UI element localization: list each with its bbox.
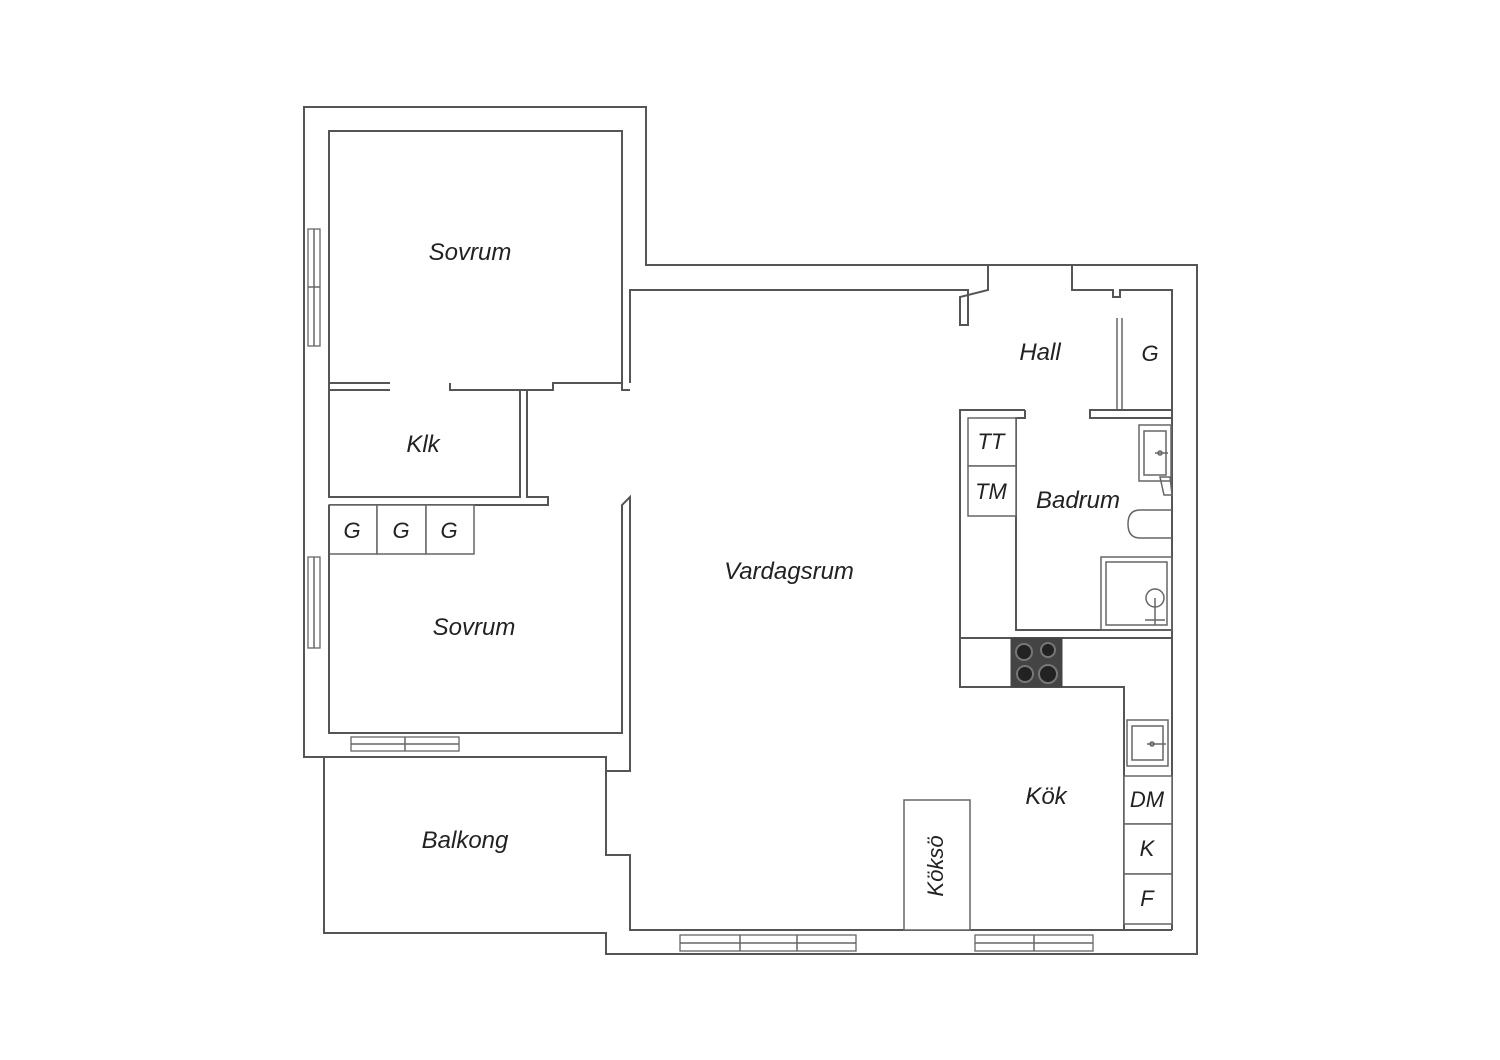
wardrobe-1-label: G bbox=[343, 518, 360, 543]
wardrobe-1-cabinet bbox=[328, 504, 378, 555]
freezer-cabinet bbox=[1123, 873, 1173, 925]
washing-machine-label: TM bbox=[975, 479, 1007, 504]
room-label-balcony: Balkong bbox=[422, 827, 509, 854]
bedroom-divider bbox=[304, 756, 1172, 931]
stove-burners bbox=[1015, 642, 1058, 684]
kitchen-island bbox=[903, 799, 971, 931]
bedroom-bottom-walls bbox=[328, 494, 631, 772]
room-label-closet: Klk bbox=[406, 431, 441, 458]
bedroom-top-door-jamb bbox=[621, 383, 630, 391]
living-room-walls bbox=[629, 265, 989, 383]
window-living-south bbox=[679, 934, 857, 952]
kitchen-sink-icon bbox=[1126, 719, 1169, 767]
tumble-dryer-label: TT bbox=[978, 429, 1006, 454]
window-bedroom-bottom bbox=[307, 556, 321, 649]
wardrobe-hall-label: G bbox=[1141, 341, 1158, 366]
wardrobe-3-label: G bbox=[440, 518, 457, 543]
kitchen-island-label: Köksö bbox=[923, 835, 948, 896]
shower-icon bbox=[1100, 556, 1173, 631]
window-kitchen-south bbox=[974, 934, 1094, 952]
hall-closet-door bbox=[1116, 318, 1123, 410]
wardrobe-2-label: G bbox=[392, 518, 409, 543]
window-bedroom-south bbox=[350, 736, 460, 752]
fridge-cabinet bbox=[1123, 823, 1173, 875]
room-label-living: Vardagsrum bbox=[724, 558, 854, 585]
room-label-bathroom: Badrum bbox=[1036, 487, 1120, 514]
toilet-icon bbox=[1127, 476, 1173, 539]
bathroom-sink-icon bbox=[1138, 424, 1172, 482]
washing-machine-cabinet bbox=[967, 465, 1017, 517]
room-label-bedroom-bottom: Sovrum bbox=[433, 614, 516, 641]
fridge-label: K bbox=[1140, 836, 1156, 861]
hall-walls bbox=[1071, 265, 1173, 930]
window-bedroom-top bbox=[307, 228, 321, 347]
freezer-label: F bbox=[1140, 886, 1155, 911]
room-label-hall: Hall bbox=[1019, 339, 1061, 366]
dishwasher-cabinet bbox=[1123, 775, 1173, 825]
dishwasher-label: DM bbox=[1130, 787, 1165, 812]
room-label-bedroom-top: Sovrum bbox=[429, 239, 512, 266]
wardrobe-2-cabinet bbox=[376, 504, 427, 555]
wardrobe-3-cabinet bbox=[425, 504, 475, 555]
hall-closet-wall bbox=[1089, 409, 1173, 419]
closet-walls bbox=[328, 383, 549, 506]
room-label-kitchen: Kök bbox=[1025, 783, 1068, 810]
wardrobe-row bbox=[328, 504, 475, 555]
